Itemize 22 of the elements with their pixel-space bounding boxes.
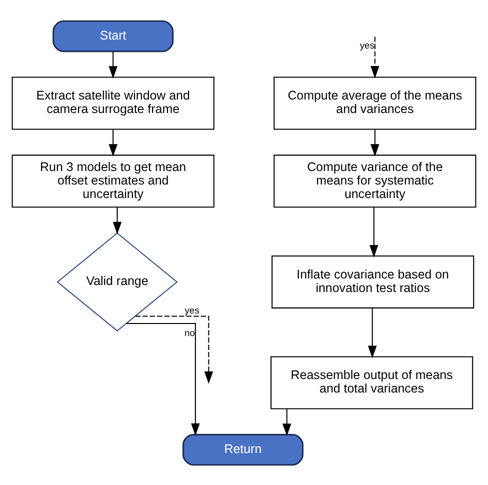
edge-label: no xyxy=(184,328,195,338)
arrow xyxy=(112,206,122,234)
node-box: Run 3 models to get mean offset estimates and uncertainty xyxy=(12,154,214,208)
node-diamond: Valid range xyxy=(56,232,178,331)
arrow xyxy=(282,408,292,436)
arrow xyxy=(135,315,214,384)
arrow xyxy=(368,308,377,358)
arrow xyxy=(108,129,118,156)
node-box: Extract satellite window and camera surrogate frame xyxy=(12,76,214,130)
arrow xyxy=(126,322,200,436)
edge-label: yes xyxy=(360,40,374,50)
node-box: Compute variance of the means for systematic uncertainty xyxy=(274,154,476,208)
node-box: Inflate covariance based on innovation test ratios xyxy=(272,254,474,308)
arrow xyxy=(370,129,380,156)
node-box: Start xyxy=(52,20,174,52)
edge-label: yes xyxy=(184,304,200,315)
arrow xyxy=(370,206,378,257)
node-box: Return xyxy=(182,433,304,466)
arrow xyxy=(108,50,118,78)
arrow xyxy=(370,36,380,78)
node-box: Compute average of the means and variances xyxy=(274,76,476,130)
node-box: Reassemble output of means and total variances xyxy=(270,356,474,409)
